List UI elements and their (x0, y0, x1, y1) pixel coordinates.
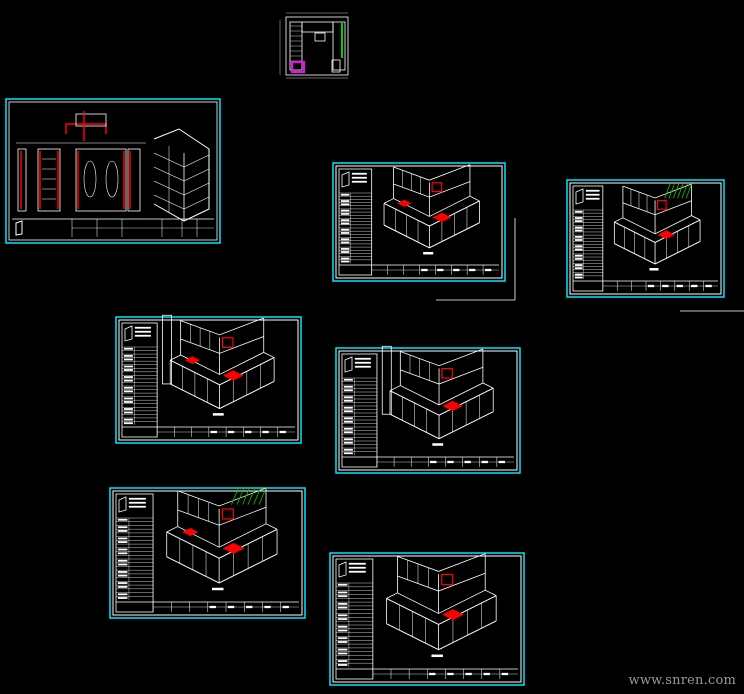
isometric-sheet-2[interactable] (566, 179, 725, 298)
isometric-kitchen-drawing (613, 183, 701, 271)
title-block (338, 168, 499, 276)
isometric-kitchen-drawing (162, 314, 275, 416)
isometric-kitchen-drawing (386, 553, 497, 658)
isometric-sheet-6[interactable] (329, 552, 525, 686)
title-block (121, 322, 295, 438)
logo-icon (118, 496, 127, 513)
isometric-kitchen-drawing (166, 487, 278, 591)
title-block (115, 493, 299, 613)
elevation-drawings (16, 111, 210, 222)
logo-icon (575, 188, 584, 205)
isometric-sheet-3[interactable] (115, 314, 302, 444)
isometric-kitchen-drawing (381, 345, 494, 446)
elevation-sheet[interactable] (5, 98, 221, 244)
logo-icon (15, 220, 23, 236)
title-block (12, 218, 214, 237)
logo-icon (341, 171, 350, 188)
watermark: www.snren.com (628, 673, 736, 688)
isometric-sheet-5[interactable] (109, 487, 306, 619)
logo-icon (124, 325, 133, 342)
floor-plan-sheet[interactable] (279, 12, 349, 79)
title-block (572, 185, 718, 292)
isometric-sheet-1[interactable] (332, 162, 506, 282)
title-block (341, 353, 514, 468)
logo-icon (338, 561, 347, 578)
title-block (335, 558, 518, 680)
construction-lines (436, 218, 744, 312)
isometric-kitchen-drawing (383, 164, 480, 255)
isometric-sheet-4[interactable] (335, 345, 521, 474)
logo-icon (344, 356, 353, 373)
